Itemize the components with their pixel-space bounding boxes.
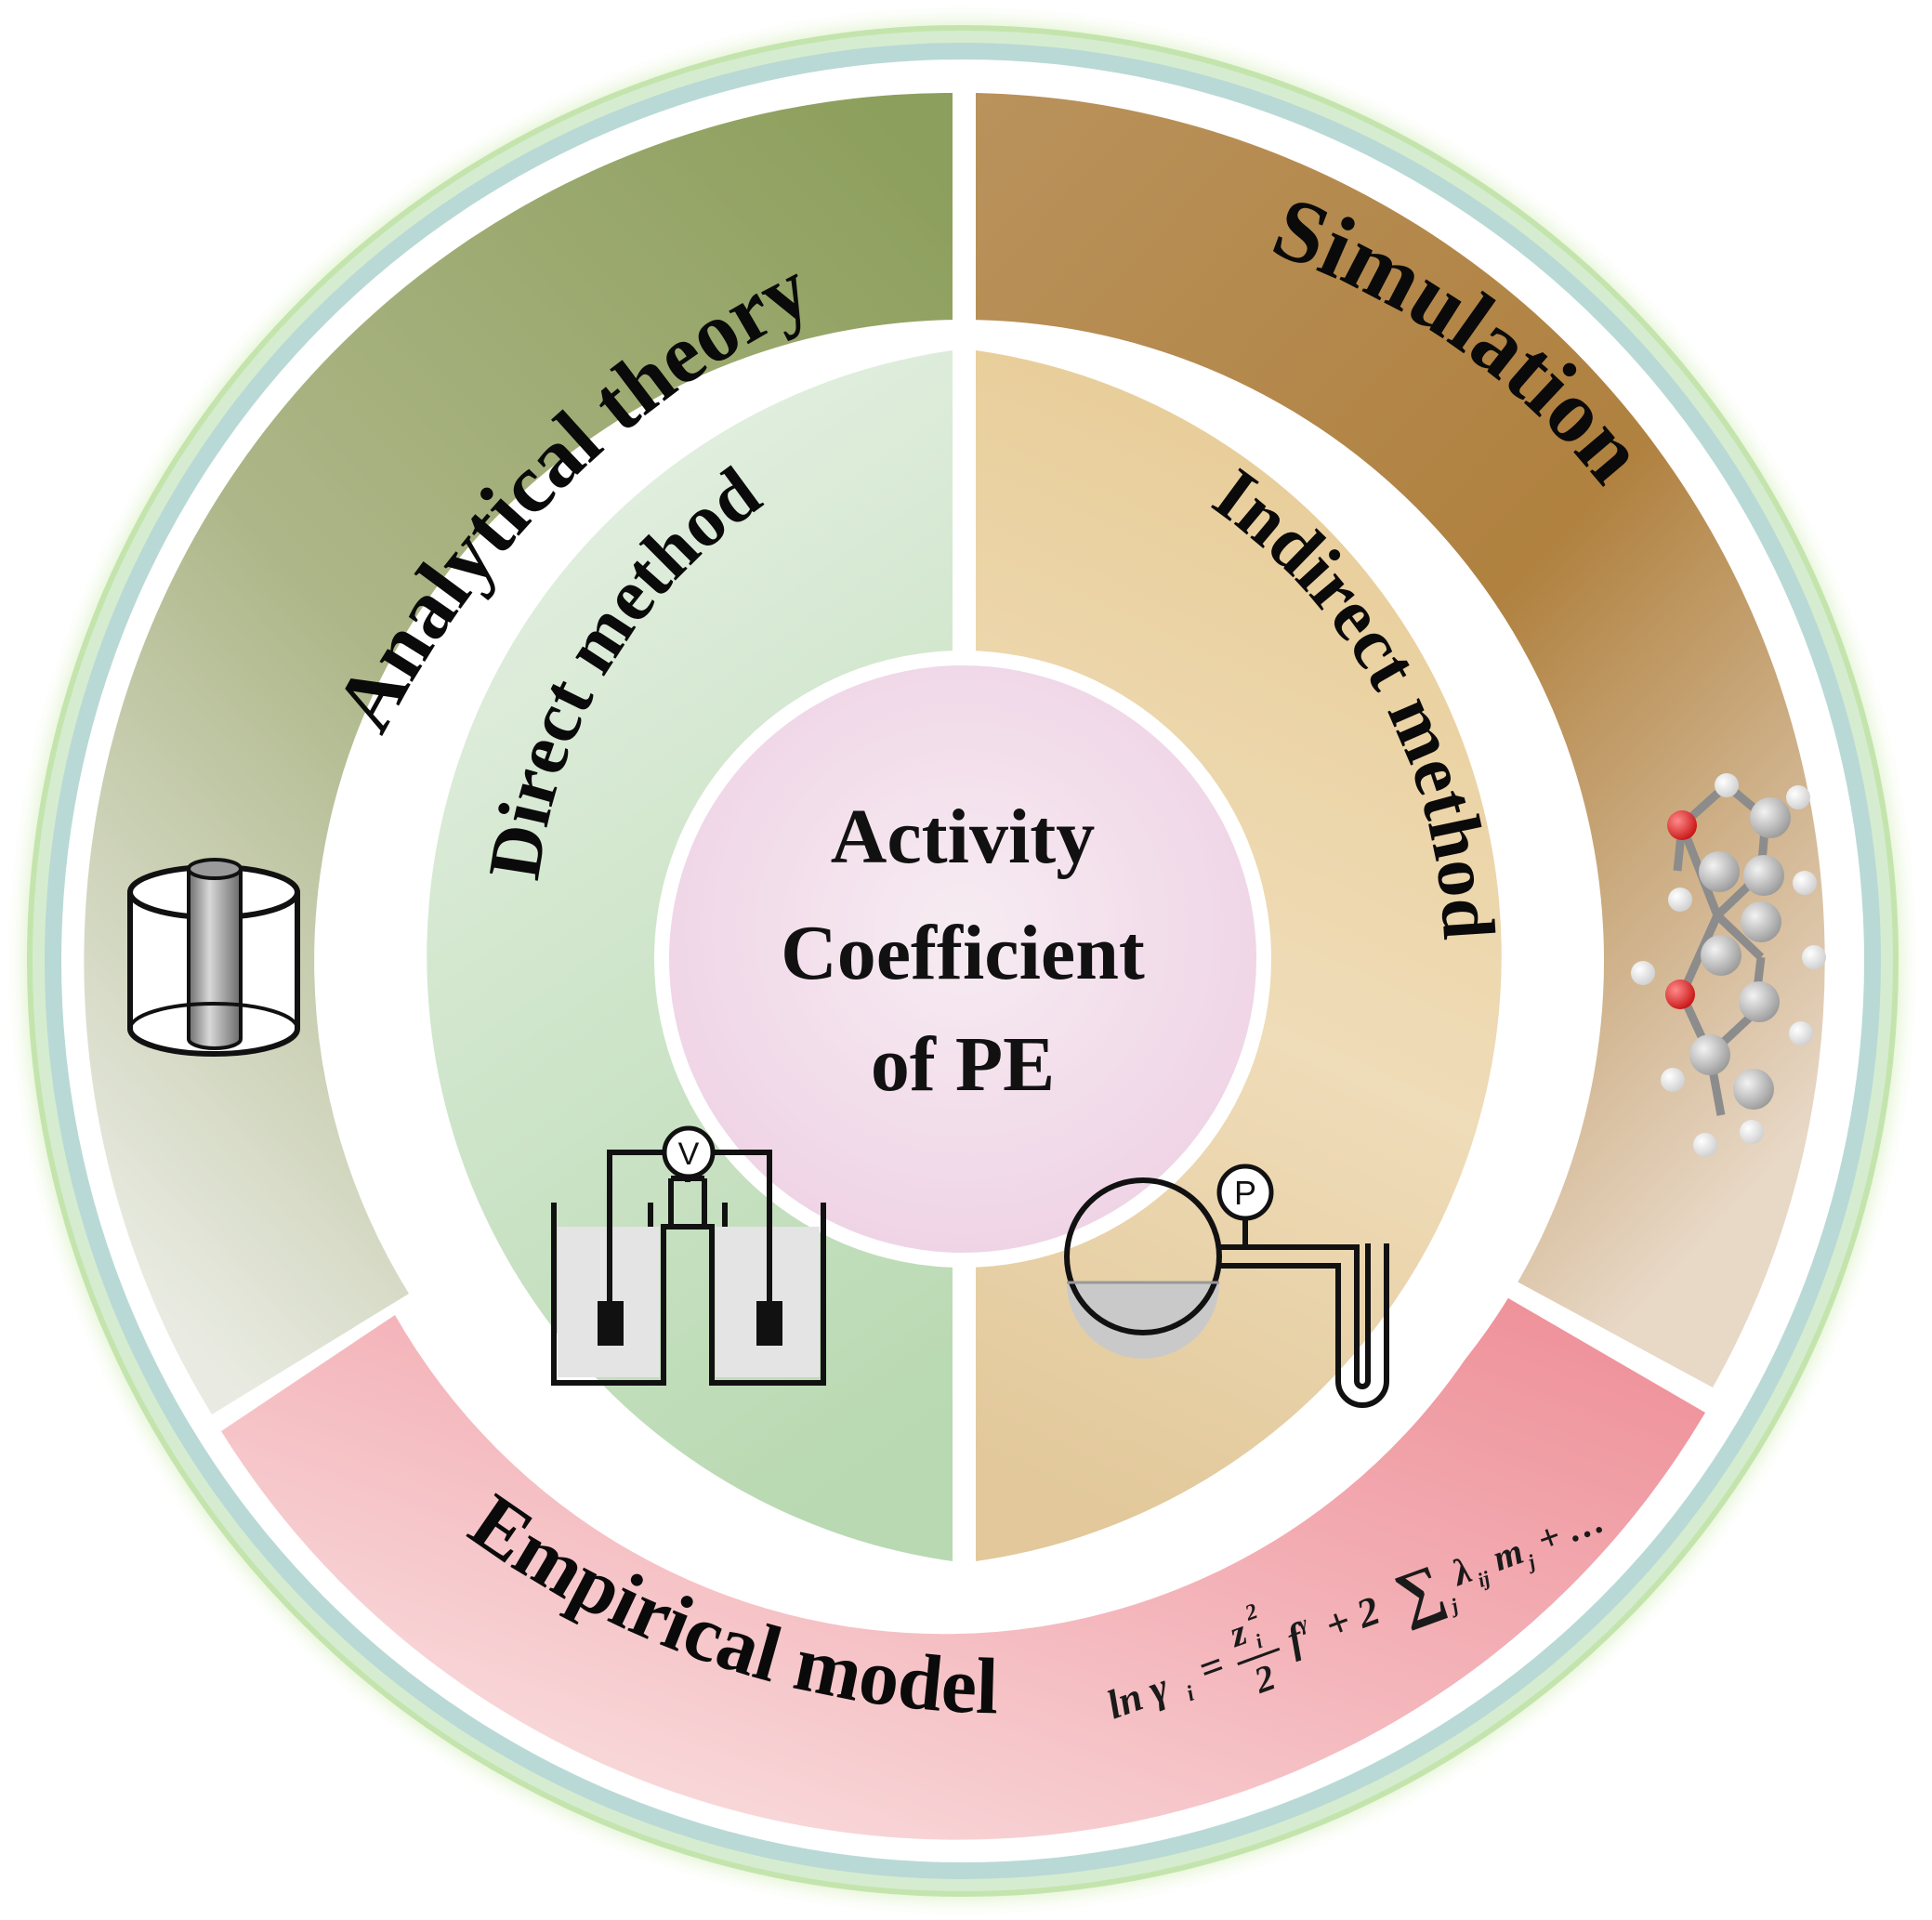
oxygen-atom [1665, 980, 1695, 1009]
formula-fraction-bar [1237, 1647, 1281, 1666]
molecule-model-icon [1631, 773, 1826, 1157]
sector-analytical-theory[interactable] [84, 92, 953, 1415]
vapor-pressure-apparatus-icon: P [1064, 1164, 1389, 1408]
voltmeter-symbol: V [678, 1137, 700, 1172]
center-line-of-pe: of PE [871, 1021, 1055, 1108]
electrochemical-cell-icon: V [551, 1125, 826, 1386]
center-line-coefficient: Coefficient [781, 910, 1145, 996]
sector-simulation[interactable] [976, 93, 1825, 1387]
center-circle[interactable] [669, 665, 1256, 1253]
center-line-activity: Activity [831, 794, 1096, 880]
voltmeter-icon [662, 1125, 716, 1179]
pressure-gauge-icon [1216, 1164, 1274, 1221]
pressure-symbol: P [1234, 1174, 1256, 1212]
oxygen-atom [1667, 810, 1697, 840]
cylinder-cell-icon [127, 858, 300, 1057]
sector-empirical-model[interactable] [221, 1295, 1705, 1840]
